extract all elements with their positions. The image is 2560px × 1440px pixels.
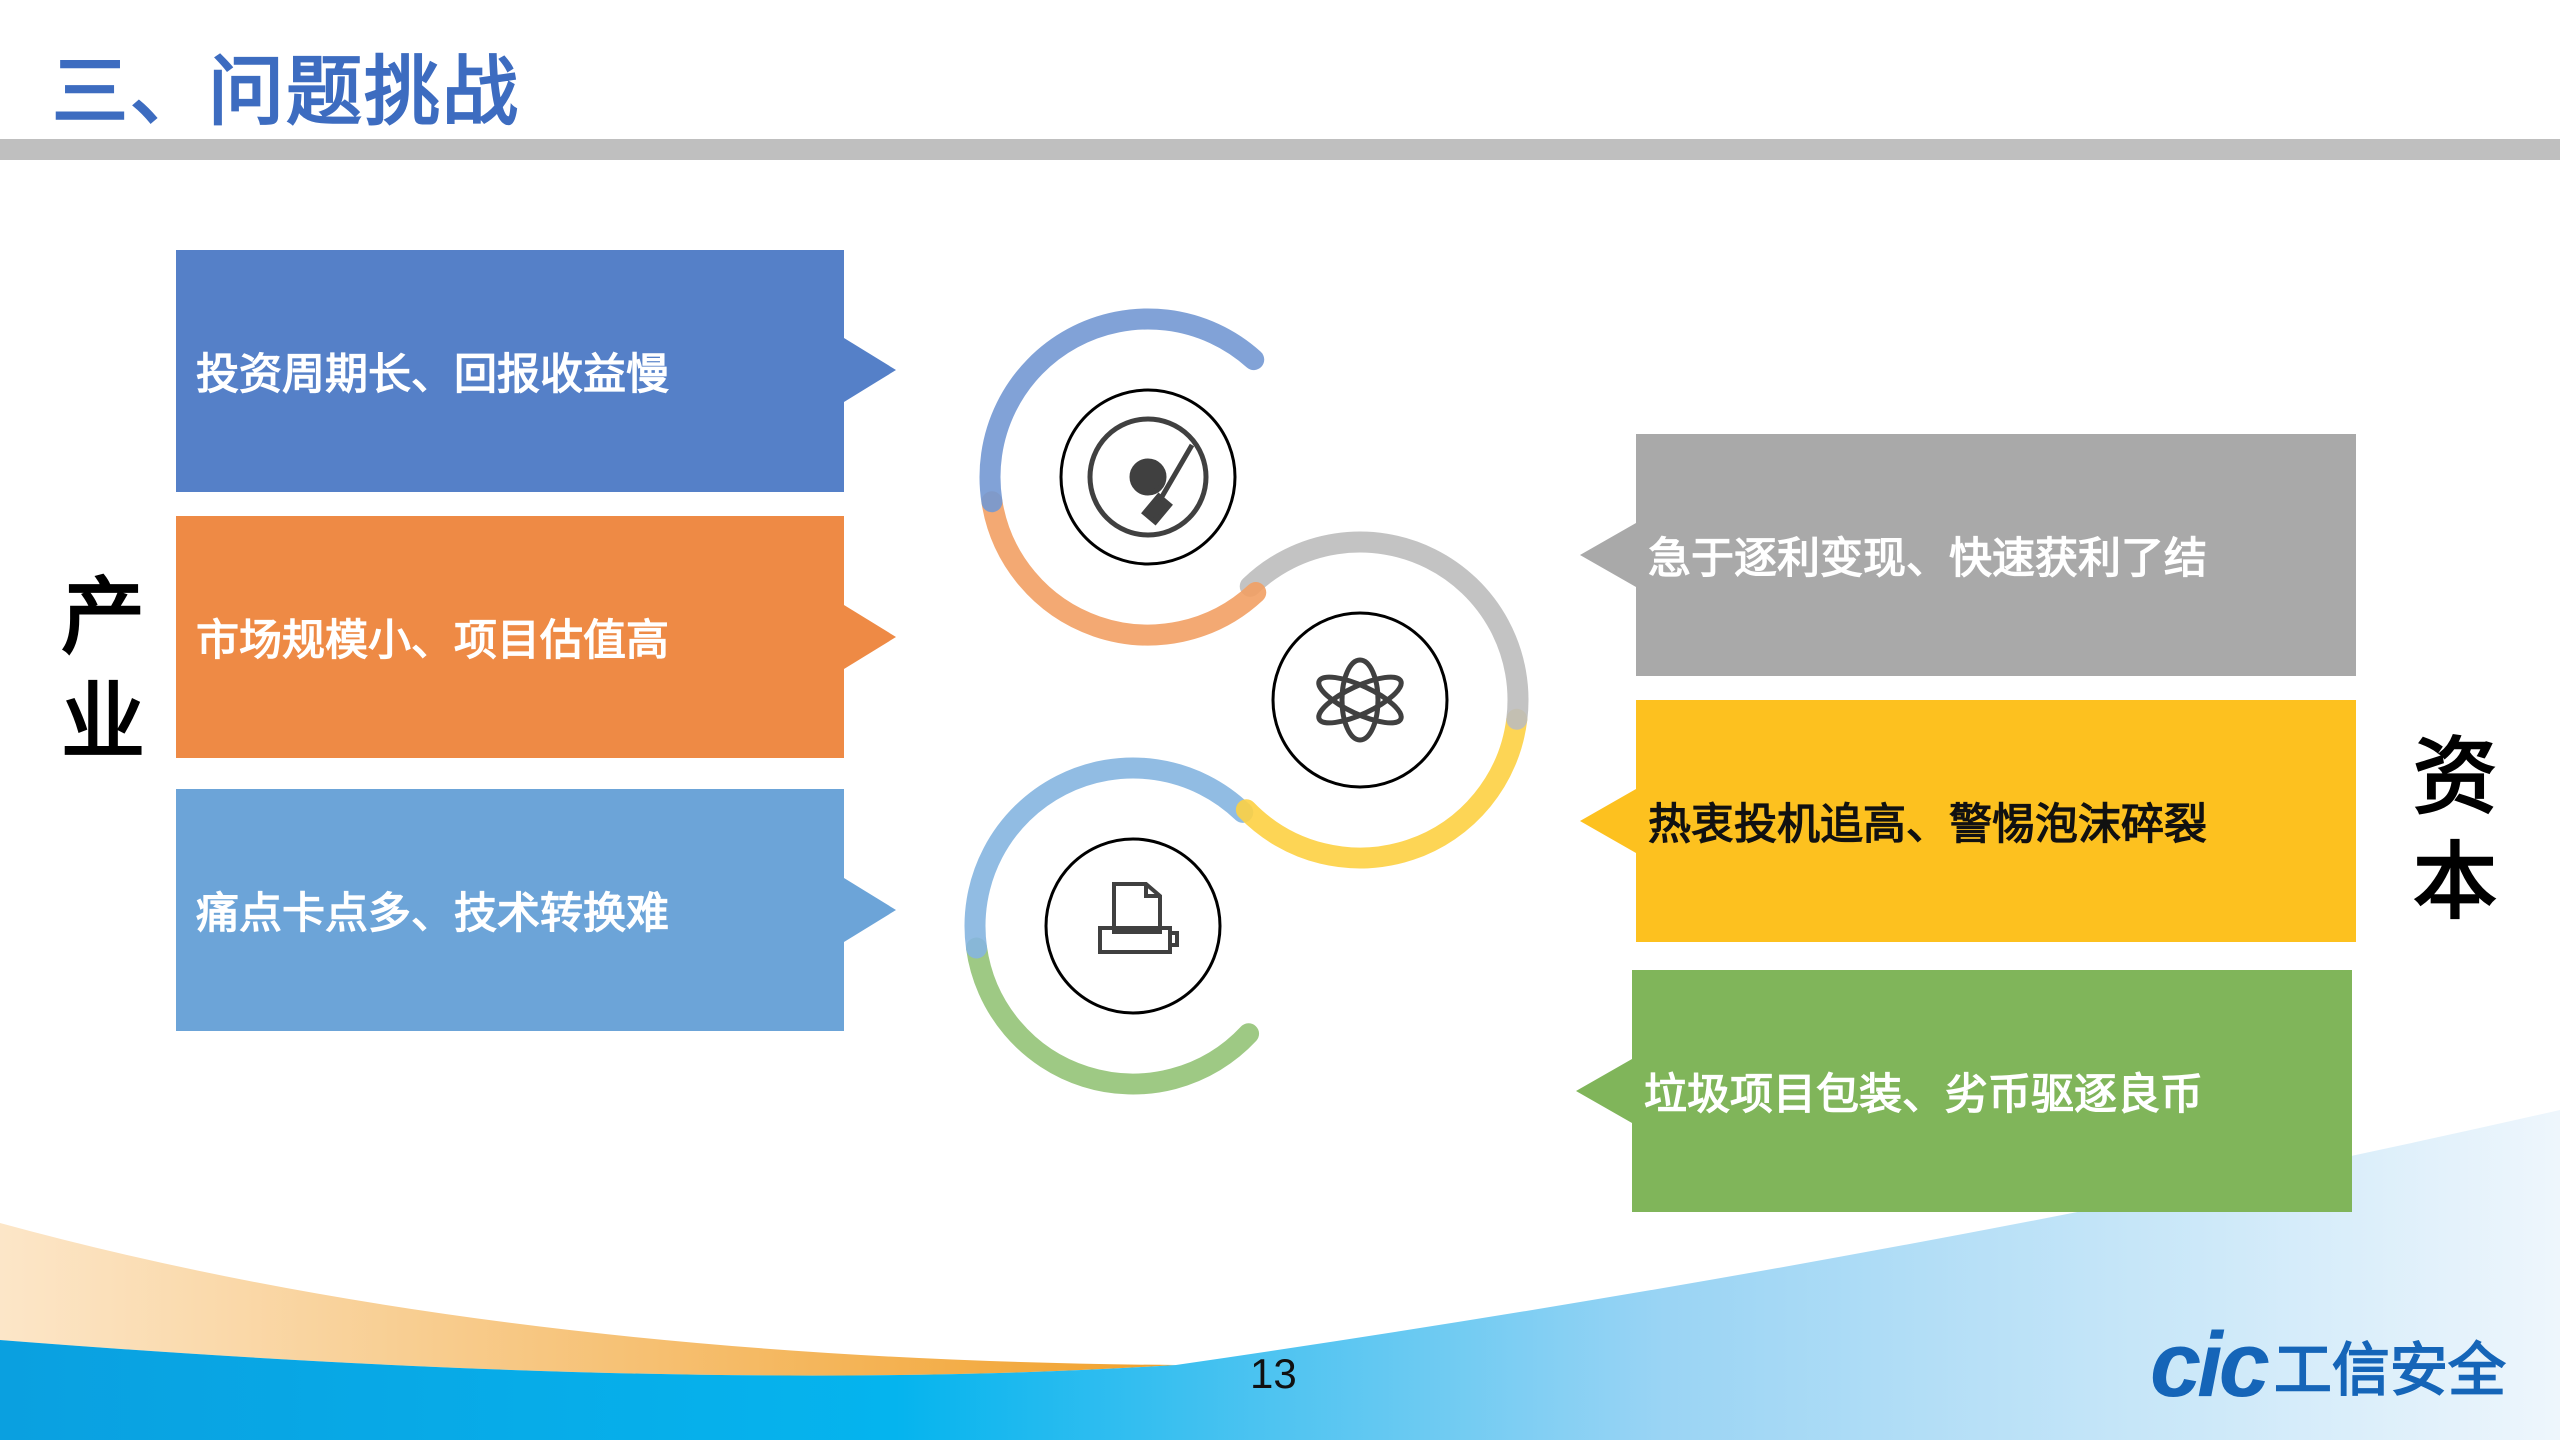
printer-icon [1098, 882, 1179, 954]
pointer-arrow [844, 878, 896, 942]
industry-item-text: 痛点卡点多、技术转换难 [196, 889, 669, 939]
page-title: 三、问题挑战 [52, 47, 520, 136]
icon-circle [1044, 837, 1222, 1015]
title-divider [0, 139, 2560, 160]
pointer-arrow [1576, 1059, 1632, 1123]
industry-item: 投资周期长、回报收益慢 [176, 250, 844, 492]
capital-item-text: 热衷投机追高、警惕泡沫碎裂 [1648, 800, 2207, 850]
pointer-arrow [1580, 523, 1636, 587]
arc-segment [1235, 708, 1528, 869]
industry-item: 市场规模小、项目估值高 [176, 516, 844, 758]
capital-label: 资本 [2412, 728, 2497, 931]
pointer-arrow [844, 605, 896, 669]
turntable-icon [1087, 416, 1209, 538]
industry-item-text: 市场规模小、项目估值高 [196, 616, 669, 666]
capital-item-text: 急于逐利变现、快速获利了结 [1648, 534, 2207, 584]
icon-circle [1271, 611, 1449, 789]
page-number: 13 [1250, 1350, 1297, 1397]
wave-blue [0, 1110, 2560, 1440]
industry-label: 产业 [60, 568, 145, 771]
capital-item: 垃圾项目包装、劣币驱逐良币 [1632, 970, 2352, 1212]
logo-chinese: 工信安全 [2273, 1336, 2506, 1404]
industry-item-text: 投资周期长、回报收益慢 [196, 350, 669, 400]
arc-segment [964, 757, 1254, 959]
logo-latin: cic [2150, 1314, 2270, 1416]
capital-item-text: 垃圾项目包装、劣币驱逐良币 [1644, 1070, 2203, 1120]
pointer-arrow [844, 338, 896, 402]
arc-segment [979, 308, 1265, 513]
arc-segment [1239, 531, 1529, 730]
arc-segment [981, 491, 1267, 646]
pointer-arrow [1580, 789, 1636, 853]
atom-icon [1316, 657, 1404, 743]
capital-item: 急于逐利变现、快速获利了结 [1636, 434, 2356, 676]
icon-circle [1059, 388, 1237, 566]
capital-item: 热衷投机追高、警惕泡沫碎裂 [1636, 700, 2356, 942]
company-logo: cic 工信安全 [2150, 1314, 2506, 1416]
industry-item: 痛点卡点多、技术转换难 [176, 789, 844, 1031]
wave-orange [0, 1223, 1176, 1376]
arc-segment [966, 937, 1260, 1095]
